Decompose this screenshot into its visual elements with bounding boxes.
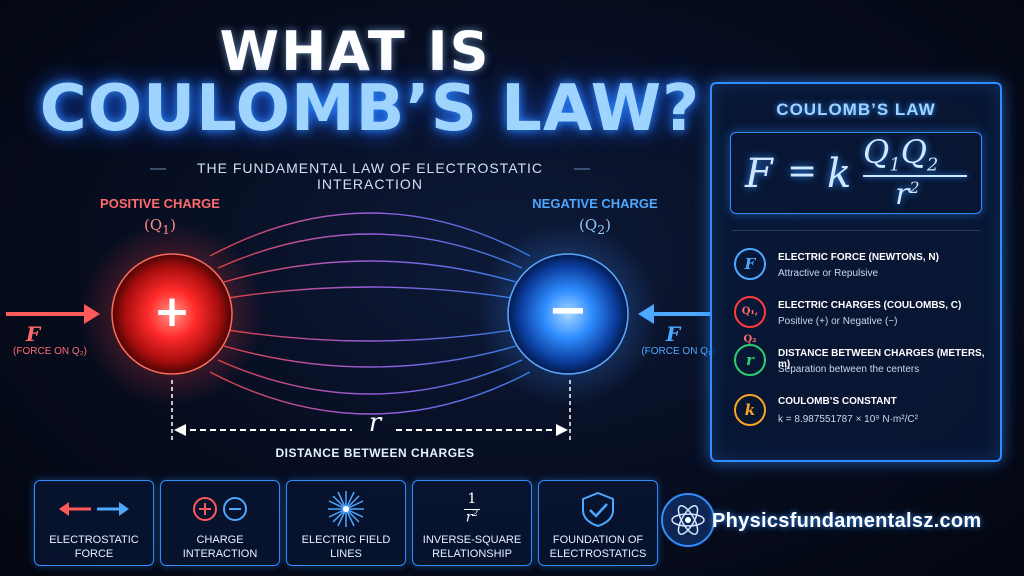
formula-box: F = k Q1Q2 r2 (730, 132, 982, 214)
panel-divider (732, 230, 980, 231)
positive-charge-label: POSITIVE CHARGE (100, 196, 220, 211)
distance-symbol-icon: r (734, 344, 766, 376)
field-lines (209, 212, 531, 415)
left-force-symbol: F (26, 322, 41, 346)
row-force-desc: Attractive or Repulsive (778, 268, 879, 279)
left-force-arrow (6, 304, 100, 324)
formula-k: k (827, 151, 852, 197)
row-charges-heading: ELECTRIC CHARGES (COULOMBS, C) (778, 300, 962, 311)
distance-label: DISTANCE BETWEEN CHARGES (275, 446, 475, 460)
distance-symbol: r (368, 408, 382, 438)
row-constant-heading: COULOMB’S CONSTANT (778, 396, 897, 407)
formula-lhs: F (745, 151, 773, 197)
formula-denominator: r2 (895, 177, 920, 212)
brand-block: Physicsfundamentalsz.com (640, 472, 1016, 568)
row-distance-heading: DISTANCE BETWEEN CHARGES (METERS, m) (778, 348, 985, 370)
field-lines-icon (328, 491, 364, 527)
right-force-arrow (638, 304, 710, 324)
positive-charge-symbol: (Q1) (144, 216, 176, 237)
row-constant-desc: k = 8.987551787 × 10⁹ N·m²/C² (778, 414, 918, 425)
shield-check-icon (582, 491, 614, 528)
double-arrow-icon (59, 502, 129, 516)
negative-charge-sphere (507, 253, 629, 375)
negative-sign: − (547, 282, 589, 338)
fraction-bar (464, 509, 480, 510)
row-charges-desc: Positive (+) or Negative (−) (778, 316, 898, 327)
negative-charge-label: NEGATIVE CHARGE (532, 196, 658, 211)
positive-charge-sphere (111, 253, 233, 375)
coulombs-law-panel: COULOMB’S LAW F = k Q1Q2 r2 F ELECTRIC F… (710, 82, 1002, 462)
charge-diagram (6, 212, 710, 442)
row-force-heading: ELECTRIC FORCE (NEWTONS, N) (778, 252, 939, 263)
distance-marker (171, 380, 571, 442)
panel-title: COULOMB’S LAW (776, 100, 936, 119)
left-force-caption: (FORCE ON Q₂) (13, 346, 87, 357)
force-symbol-icon: F (734, 248, 766, 280)
subtitle-rules (150, 168, 590, 170)
title-line-1: WHAT IS (219, 20, 491, 83)
plus-minus-icon (193, 497, 247, 521)
formula-numerator: Q1Q2 (863, 133, 939, 176)
right-force-caption: (FORCE ON Q₁) (641, 346, 715, 357)
subtitle: THE FUNDAMENTAL LAW OF ELECTROSTATIC INT… (196, 160, 544, 192)
constant-symbol-icon: k (734, 394, 766, 426)
positive-sign: + (153, 286, 191, 337)
right-force-symbol: F (666, 322, 681, 346)
atom-icon (661, 493, 715, 547)
formula-fraction-bar (863, 175, 967, 177)
negative-charge-symbol: (Q2) (579, 216, 611, 237)
charges-symbol-icon: Q₁, Q₂ (734, 296, 766, 345)
formula-equals: = (787, 151, 818, 192)
brand-name[interactable]: Physicsfundamentalsz.com (712, 510, 982, 532)
row-distance-desc: Separation between the centers (778, 364, 920, 375)
title-line-2: COULOMB’S LAW? (39, 72, 701, 146)
inverse-square-icon: 1 r2 (464, 491, 480, 526)
